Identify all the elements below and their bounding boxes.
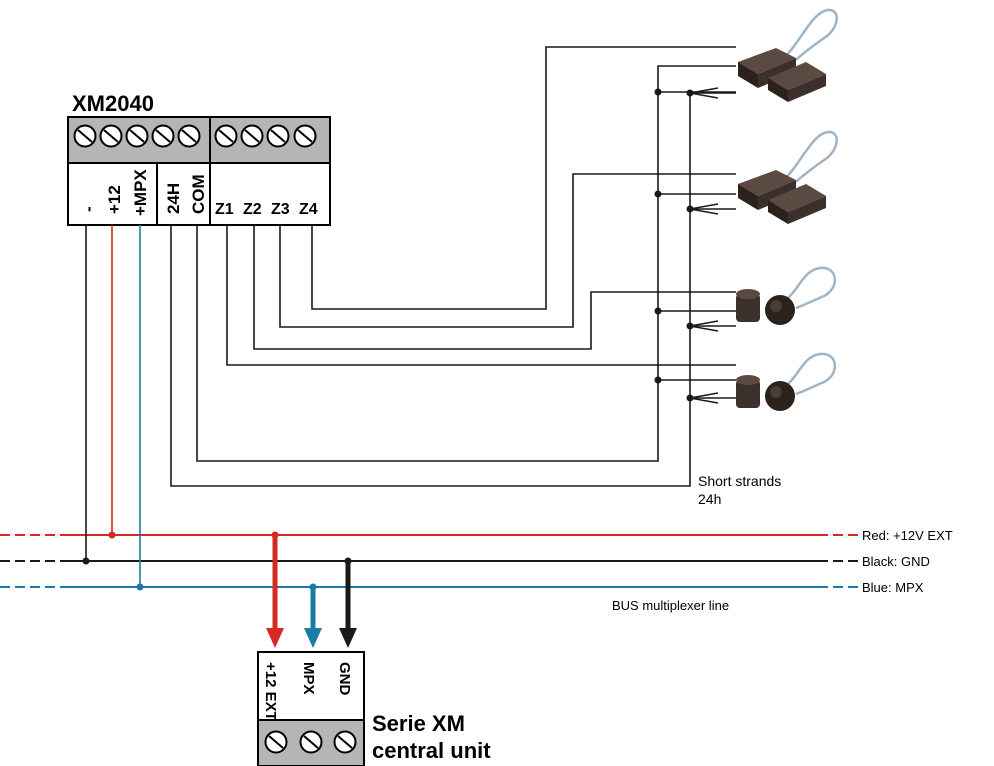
- module-bus-drops: [85, 225, 141, 587]
- terminal-label-com: COM: [189, 174, 208, 214]
- short-strands-label: Short strands: [698, 473, 781, 489]
- magnetic-contact-icon: [738, 8, 838, 102]
- wire-z4: [311, 46, 736, 310]
- terminal-label-z1: Z1: [215, 201, 234, 218]
- junction-dots: [654, 88, 694, 402]
- bus-red-label: Red: +12V EXT: [862, 528, 953, 543]
- terminal-label-mpx: +MPX: [131, 169, 150, 216]
- module-title: XM2040: [72, 91, 154, 116]
- screw-icon: [240, 124, 264, 148]
- screw-icon: [214, 124, 238, 148]
- arrow-down-icon: [339, 628, 357, 648]
- round-contact-icon: [736, 266, 836, 325]
- screw-icon: [151, 124, 175, 148]
- bus-blue-label: Blue: MPX: [862, 580, 924, 595]
- central-label-gnd: GND: [336, 662, 353, 696]
- central-title-line1: Serie XM: [372, 711, 465, 736]
- central-title-line2: central unit: [372, 738, 491, 763]
- screw-icon: [73, 124, 97, 148]
- screw-icon: [125, 124, 149, 148]
- central-label-12ext: +12 EXT: [262, 662, 279, 721]
- short-strands-label-24h: 24h: [698, 491, 721, 507]
- bus-lines: [0, 534, 858, 588]
- screw-icon: [264, 730, 288, 754]
- wire-com: [196, 65, 736, 462]
- screw-icon: [266, 124, 290, 148]
- terminal-label-z3: Z3: [271, 201, 290, 218]
- screw-icon: [299, 730, 323, 754]
- zone-wires: [170, 46, 736, 487]
- screw-icon: [293, 124, 317, 148]
- wire-z3: [279, 173, 736, 328]
- short-strand-loops: [689, 87, 719, 404]
- module-screws: [73, 124, 317, 148]
- wire-24h: [170, 93, 691, 487]
- terminal-label-z2: Z2: [243, 201, 262, 218]
- bus-black-label: Black: GND: [862, 554, 930, 569]
- terminal-label-minus: -: [79, 206, 98, 212]
- central-terminal-block: [257, 651, 365, 766]
- screw-icon: [99, 124, 123, 148]
- arrow-down-icon: [304, 628, 322, 648]
- magnetic-contact-icon: [738, 130, 838, 224]
- wire-z2: [253, 225, 736, 350]
- screw-icon: [177, 124, 201, 148]
- arrow-down-icon: [266, 628, 284, 648]
- central-drops: [266, 535, 357, 648]
- wire-z1: [226, 225, 736, 366]
- central-label-mpx: MPX: [300, 662, 317, 695]
- bus-caption: BUS multiplexer line: [612, 598, 729, 613]
- round-contact-icon: [736, 352, 836, 411]
- terminal-label-z4: Z4: [299, 201, 318, 218]
- screw-icon: [333, 730, 357, 754]
- terminal-label-plus12: +12: [105, 185, 124, 214]
- terminal-label-24h: 24H: [164, 183, 183, 214]
